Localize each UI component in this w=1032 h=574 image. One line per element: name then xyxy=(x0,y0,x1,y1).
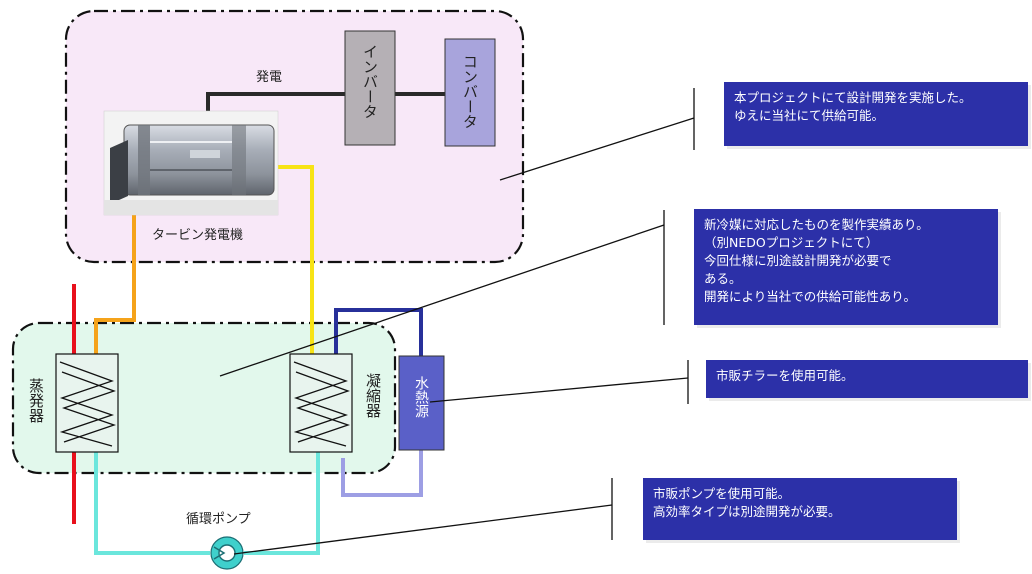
note-chiller: 市販チラーを使用可能。 xyxy=(706,360,1028,398)
condenser xyxy=(289,353,353,453)
evaporator-label: 蒸発器 xyxy=(27,378,45,423)
heat-source-label: 水熱源 xyxy=(413,376,429,418)
turbine-label: タービン発電機 xyxy=(152,228,243,243)
cooling-supply-line xyxy=(334,308,423,356)
note-pump: 市販ポンプを使用可能。 高効率タイプは別途開発が必要。 xyxy=(643,478,957,540)
power-line xyxy=(206,92,345,112)
inverter-box xyxy=(344,30,396,146)
circulation-pump-icon xyxy=(210,536,244,570)
circulation-line-return xyxy=(244,452,320,555)
circulation-line xyxy=(94,452,210,555)
turbine-generator xyxy=(103,110,279,216)
cooling-return-line xyxy=(341,450,423,497)
pump-label: 循環ポンプ xyxy=(186,512,251,527)
callout-leaders xyxy=(219,88,695,555)
heat-source-box xyxy=(398,355,445,451)
evaporator xyxy=(55,353,119,453)
turbine-outlet-line xyxy=(277,165,314,354)
power-label: 発電 xyxy=(256,70,282,85)
inverter-label: インバータ xyxy=(361,44,379,119)
converter-box xyxy=(444,38,496,147)
note-refrigerant-turbine: 新冷媒に対応したものを製作実績あり。 （別NEDOプロジェクトにて） 今回仕様に… xyxy=(694,209,998,325)
condenser-label: 凝縮器 xyxy=(364,373,382,418)
turbine-inlet-line xyxy=(94,214,136,354)
converter-label: コンバータ xyxy=(461,54,479,129)
note-project-supply: 本プロジェクトにて設計開発を実施した。 ゆえに当社にて供給可能。 xyxy=(724,82,1028,146)
